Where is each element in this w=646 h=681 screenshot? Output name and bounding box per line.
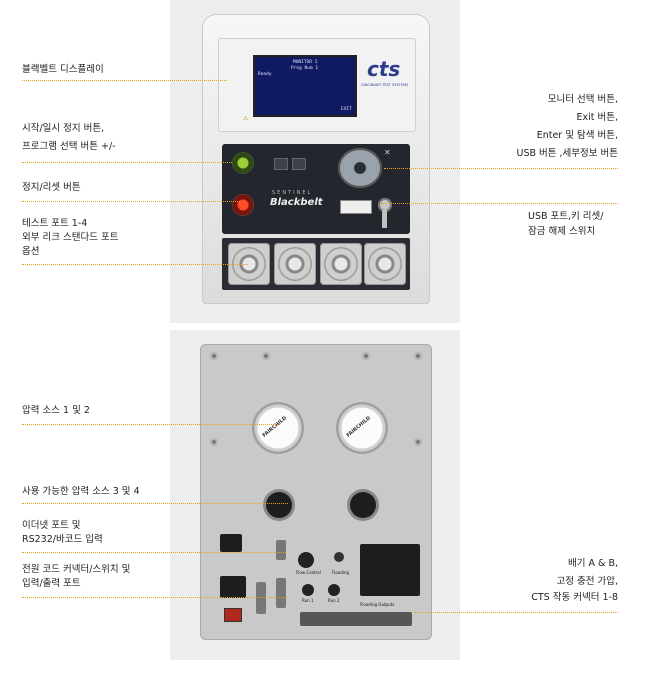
label-exhaust-2: 고정 충전 가압, <box>556 576 619 587</box>
exhaust-panel <box>360 544 420 596</box>
display-bezel: MONITOR 1 Prog Num 1 Ready EXIT cts CINC… <box>218 38 416 132</box>
pressure-source-4[interactable] <box>350 492 376 518</box>
power-switch[interactable] <box>224 608 242 622</box>
leader-line <box>22 597 288 598</box>
screen-line-2: Prog Num 1 <box>291 66 319 71</box>
run1-label: Run 1 <box>302 598 314 603</box>
screw <box>414 352 422 360</box>
screen-line-1: MONITOR 1 <box>293 60 318 65</box>
screen-exit: EXIT <box>341 107 352 112</box>
leader-line <box>22 503 288 504</box>
warning-icon: ⚠ <box>243 115 249 122</box>
control-panel: SENTINEL Blackbelt ✕ <box>222 144 410 234</box>
nav-enter-button[interactable] <box>354 162 366 174</box>
label-test-ports-1: 테스트 포트 1-4 <box>22 218 88 229</box>
rear-photo: FAIRCHILD FAIRCHILD Flow Control Floodin… <box>170 330 460 660</box>
key-icon <box>382 210 387 228</box>
test-port-panel <box>222 238 410 290</box>
label-exit-button: Exit 버튼, <box>576 112 618 123</box>
leader-line <box>22 201 240 202</box>
pressure-gauge-1: FAIRCHILD <box>252 402 304 454</box>
front-unit-body: MONITOR 1 Prog Num 1 Ready EXIT cts CINC… <box>202 14 430 304</box>
label-start-pause: 시작/일시 정지 버튼, <box>22 123 105 134</box>
leader-line <box>384 168 618 169</box>
io-port[interactable] <box>256 582 266 614</box>
label-blackbelt-display: 블랙벨트 디스플레이 <box>22 64 104 75</box>
io-port-2[interactable] <box>276 578 286 608</box>
program-minus-button[interactable] <box>274 158 288 170</box>
label-enter-navigate: Enter 및 탐색 버튼, <box>536 130 618 141</box>
leader-line <box>22 424 280 425</box>
screw <box>414 438 422 446</box>
brand-top: SENTINEL <box>272 190 313 196</box>
gauge-brand-1: FAIRCHILD <box>261 415 288 439</box>
leader-line <box>22 264 248 265</box>
label-test-ports-2: 외부 리크 스탠다드 포트 <box>22 232 119 243</box>
screw <box>210 438 218 446</box>
gauge-brand-2: FAIRCHILD <box>345 415 372 439</box>
program-plus-button[interactable] <box>292 158 306 170</box>
label-pressure-1-2: 압력 소스 1 및 2 <box>22 405 90 416</box>
label-exhaust-3: CTS 작동 커넥터 1-8 <box>531 592 618 603</box>
leader-line <box>414 612 618 613</box>
run2-label: Run 2 <box>328 598 340 603</box>
label-usb-detail: USB 버튼 ,세부정보 버튼 <box>516 148 618 159</box>
leader-line <box>380 203 618 204</box>
leader-line <box>22 162 232 163</box>
leader-line <box>22 552 286 553</box>
label-monitor-select: 모니터 선택 버튼, <box>547 94 618 105</box>
label-usb-port-2: 잠금 해제 스위치 <box>528 226 596 237</box>
label-ethernet-1: 이더넷 포트 및 <box>22 520 81 531</box>
ethernet-port[interactable] <box>220 534 242 552</box>
front-photo: MONITOR 1 Prog Num 1 Ready EXIT cts CINC… <box>170 0 460 323</box>
screw <box>262 352 270 360</box>
screw <box>362 352 370 360</box>
test-port-3[interactable] <box>320 243 362 285</box>
brand-name: Blackbelt <box>270 197 323 208</box>
label-exhaust-1: 배기 A & B, <box>568 558 618 569</box>
stop-reset-button[interactable] <box>232 194 254 216</box>
label-ethernet-2: RS232/바코드 입력 <box>22 534 103 545</box>
pressure-source-3[interactable] <box>266 492 292 518</box>
label-power-1: 전원 코드 커넥터/스위치 및 <box>22 564 131 575</box>
label-pressure-3-4: 사용 가능한 압력 소스 3 및 4 <box>22 486 140 497</box>
rear-unit-body: FAIRCHILD FAIRCHILD Flow Control Floodin… <box>200 344 432 640</box>
screen-status: Ready <box>258 72 272 77</box>
blackbelt-display-screen: MONITOR 1 Prog Num 1 Ready EXIT <box>253 55 357 117</box>
io-label: Flooding Outputs <box>360 602 395 607</box>
screw <box>210 352 218 360</box>
cts-logo-sub: CINCINNATI TEST SYSTEMS <box>361 83 409 87</box>
label-usb-port-1: USB 포트,키 리셋/ <box>528 211 604 222</box>
label-test-ports-3: 옵션 <box>22 246 40 257</box>
test-port-4[interactable] <box>364 243 406 285</box>
flow-control-label: Flow Control <box>296 570 321 575</box>
cts-logo: cts <box>367 57 401 81</box>
label-stop-reset: 정지/리셋 버튼 <box>22 182 81 193</box>
key-switch[interactable] <box>378 198 392 212</box>
nav-pad[interactable] <box>338 148 382 188</box>
cts-connector-bar[interactable] <box>300 612 412 626</box>
label-power-2: 입력/출력 포트 <box>22 578 81 589</box>
test-port-2[interactable] <box>274 243 316 285</box>
start-pause-button[interactable] <box>232 152 254 174</box>
flow-control-button[interactable] <box>298 552 314 568</box>
power-connector[interactable] <box>220 576 246 598</box>
run2-button[interactable] <box>328 584 340 596</box>
run1-button[interactable] <box>302 584 314 596</box>
usb-port[interactable] <box>340 200 372 214</box>
rs232-port[interactable] <box>276 540 286 560</box>
label-program-select: 프로그램 선택 버튼 +/- <box>22 141 116 152</box>
flooding-label: Flooding <box>332 570 350 575</box>
exit-button[interactable]: ✕ <box>384 148 391 157</box>
flooding-lamp <box>334 552 344 562</box>
leader-line <box>22 80 227 81</box>
pressure-gauge-2: FAIRCHILD <box>336 402 388 454</box>
